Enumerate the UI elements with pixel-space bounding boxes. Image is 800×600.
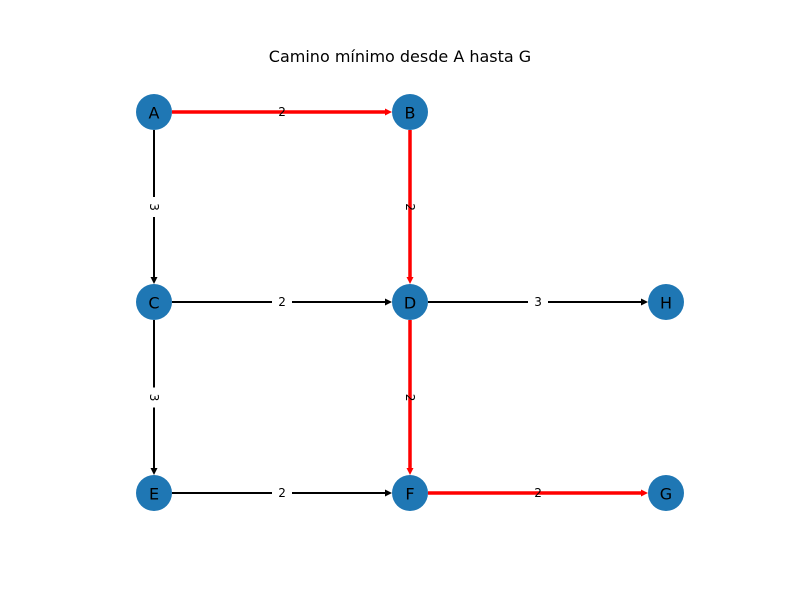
arrowhead [150,468,158,475]
node-circle [392,284,428,320]
node-label: D [404,294,416,313]
node-H: H [648,284,684,320]
edge-weight-text: 2 [534,486,542,500]
edge-A-B [172,108,392,116]
edge-weight-A-B: 2 [278,105,286,119]
arrowhead [406,468,414,475]
node-circle [136,475,172,511]
node-label: H [660,294,672,313]
node-C: C [136,284,172,320]
node-A: A [136,94,172,130]
edge-weight-text: 2 [278,486,286,500]
node-label: G [660,485,672,504]
node-label: F [405,485,414,504]
edge-F-G [428,489,648,497]
edge-weight-text: 3 [534,295,542,309]
edge-weight-C-E: 3 [146,387,162,408]
edge-B-D [406,130,414,284]
edge-weight-bg [528,294,548,310]
edge-weight-text: 3 [147,203,161,211]
edge-weight-text: 2 [278,105,286,119]
node-E: E [136,475,172,511]
node-circle [136,284,172,320]
arrowhead [641,298,648,306]
node-label: C [148,294,159,313]
node-circle [136,94,172,130]
edge-weight-text: 3 [147,394,161,402]
edge-weight-C-D: 2 [272,294,292,310]
node-circle [648,475,684,511]
node-circle [392,475,428,511]
arrowhead [641,489,648,497]
edge-weight-bg [146,387,162,408]
node-circle [392,94,428,130]
arrowhead [406,277,414,284]
node-F: F [392,475,428,511]
edge-weight-E-F: 2 [272,485,292,501]
edge-weight-text: 2 [278,295,286,309]
node-label: E [149,485,159,504]
edge-weight-bg [272,485,292,501]
edge-D-F [406,320,414,475]
edge-labels-layer: 2 3 2 2 3 3 2 2 2 [146,105,548,501]
edge-weight-bg [272,294,292,310]
edge-weight-A-C: 3 [146,197,162,217]
arrowhead [385,298,392,306]
edge-weight-D-F: 2 [403,394,417,402]
edge-weight-B-D: 2 [403,203,417,211]
node-label: A [149,104,160,123]
node-label: B [405,104,416,123]
edge-weight-text: 2 [403,203,417,211]
node-G: G [648,475,684,511]
diagram-title: Camino mínimo desde A hasta G [268,47,532,66]
edge-weight-D-H: 3 [528,294,548,310]
arrowhead [385,489,392,497]
arrowhead [150,277,158,284]
node-D: D [392,284,428,320]
edge-weight-text: 2 [403,394,417,402]
arrowhead [385,108,392,116]
edge-weight-bg [146,197,162,217]
node-B: B [392,94,428,130]
node-circle [648,284,684,320]
edge-weight-F-G: 2 [534,486,542,500]
nodes-layer: A B C D E F G H [136,94,684,511]
